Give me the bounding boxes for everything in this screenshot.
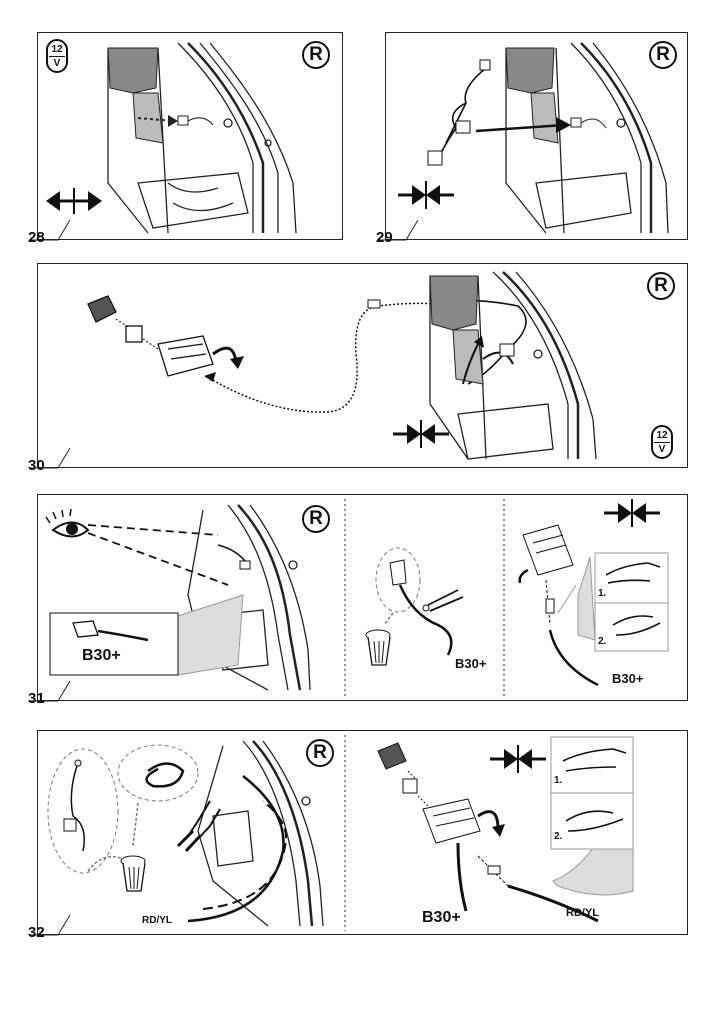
step-32-illustration bbox=[47, 735, 634, 931]
step-28-tab bbox=[30, 220, 71, 241]
crimp-tool-icon bbox=[605, 562, 661, 636]
step-29-tab bbox=[378, 220, 419, 241]
step-31-tab bbox=[30, 681, 71, 702]
step-29-illustration bbox=[398, 42, 669, 234]
pinch-arrows-icon bbox=[490, 745, 546, 773]
step-28-number: 28 bbox=[28, 229, 45, 246]
trash-bin-icon bbox=[120, 855, 146, 892]
voltage-top: 12 bbox=[49, 43, 65, 57]
step-31-illustration bbox=[45, 499, 669, 698]
step-30-panel: R 12 V bbox=[37, 263, 688, 468]
voltage-top: 12 bbox=[654, 429, 670, 443]
r-badge: R bbox=[302, 41, 330, 69]
voltage-bottom: V bbox=[53, 58, 61, 69]
rdyl-right-label: RD/YL bbox=[566, 907, 599, 919]
b30-label: B30+ bbox=[422, 909, 461, 926]
double-arrow-icon bbox=[46, 188, 102, 214]
substep-1-label: 1. bbox=[554, 775, 563, 786]
step-31-number: 31 bbox=[28, 690, 45, 707]
pliers-icon bbox=[176, 800, 221, 853]
step-29-panel: R bbox=[385, 32, 688, 240]
eye-icon bbox=[45, 508, 90, 538]
step-30-number: 30 bbox=[28, 457, 45, 474]
crimp-tool-icon bbox=[562, 748, 627, 832]
step-32-tab bbox=[30, 915, 71, 936]
step-28-panel: 12 V R bbox=[37, 32, 343, 240]
voltage-12v-icon: 12 V bbox=[651, 425, 673, 459]
r-badge: R bbox=[649, 41, 677, 69]
step-32-panel: R RD/YL RD/YL B30+ 1. 2. bbox=[37, 730, 688, 935]
rdyl-left-label: RD/YL bbox=[142, 915, 172, 926]
b30-right-label: B30+ bbox=[612, 671, 644, 686]
b30-callout-label: B30+ bbox=[82, 647, 121, 664]
r-badge: R bbox=[302, 505, 330, 533]
substep-2-label: 2. bbox=[598, 636, 607, 647]
step-28-illustration bbox=[46, 42, 297, 234]
pinch-arrows-icon bbox=[604, 499, 660, 527]
substep-2-label: 2. bbox=[554, 831, 563, 842]
rotate-arrow-icon bbox=[477, 810, 505, 837]
substep-1-label: 1. bbox=[598, 588, 607, 599]
pliers-icon bbox=[422, 589, 464, 612]
r-badge: R bbox=[306, 739, 334, 767]
r-badge: R bbox=[647, 272, 675, 300]
step-29-number: 29 bbox=[376, 229, 393, 246]
step-31-panel: R B30+ B30+ B30+ 1. 2. bbox=[37, 494, 688, 701]
step-32-number: 32 bbox=[28, 924, 45, 941]
voltage-12v-icon: 12 V bbox=[46, 39, 68, 73]
voltage-bottom: V bbox=[658, 444, 666, 455]
b30-mid-label: B30+ bbox=[455, 656, 487, 671]
step-30-illustration bbox=[87, 271, 597, 460]
rotate-arrow-icon bbox=[212, 346, 244, 369]
connector-icon bbox=[72, 620, 149, 642]
step-30-tab bbox=[30, 448, 71, 469]
pinch-arrows-icon bbox=[393, 420, 449, 448]
trash-bin-icon bbox=[365, 629, 391, 666]
pinch-arrows-icon bbox=[398, 181, 454, 209]
